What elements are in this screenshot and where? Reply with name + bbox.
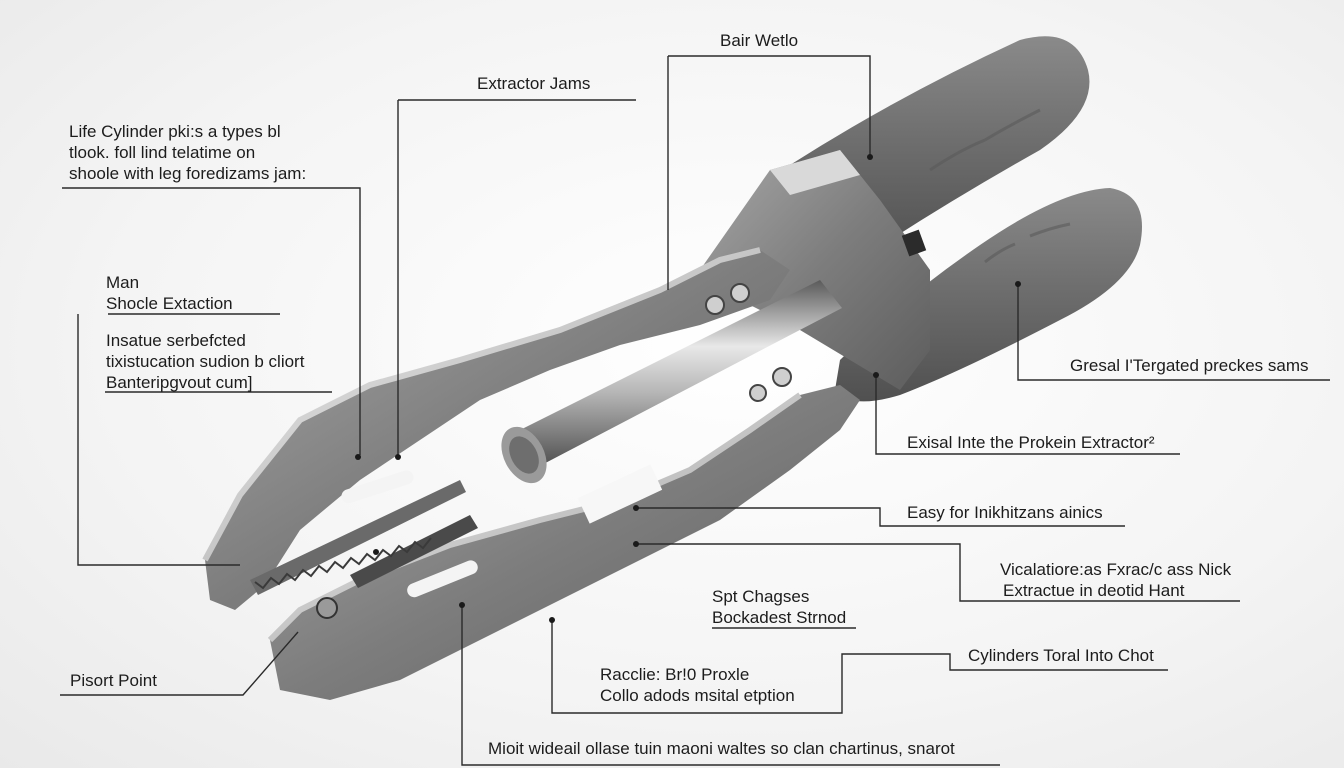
leader-lines <box>60 55 1330 766</box>
label-life-cylinder-line-2: tlook. foll lind telatime on <box>69 143 256 162</box>
label-insatue-line-2: tixistucation sudion b cliort <box>106 352 305 371</box>
label-spt-line-1: Spt Chagses <box>712 587 810 606</box>
label-racclie-line-2: Collo adods msital etption <box>600 686 795 705</box>
leader-dots <box>355 154 1021 623</box>
label-spt: Spt Chagses Bockadest Strnod <box>712 586 846 628</box>
label-man-shocle-line-2: Shocle Extaction <box>106 294 233 313</box>
label-man-shocle: Man Shocle Extaction <box>106 272 233 314</box>
label-bair-wetlo: Bair Wetlo <box>720 31 799 50</box>
label-miolt: Mioit wideail ollase tuin maoni waltes s… <box>488 739 955 758</box>
extractor-cylinder-rod <box>501 280 842 484</box>
label-racclie-line-1: Racclie: Br!0 Proxle <box>600 665 750 684</box>
label-racclie: Racclie: Br!0 Proxle Collo adods msital … <box>600 664 795 706</box>
label-vicalatiore-line-2: Extractue in deotid Hant <box>1003 581 1185 600</box>
label-easy: Easy for Inikhitzans ainics <box>907 503 1103 522</box>
label-vicalatiore-line-1: Vicalatiore:as Fxrac/c ass Nick <box>1000 560 1232 579</box>
label-life-cylinder-line-3: shoole with leg foredizams jam: <box>69 164 307 183</box>
label-pisort-point: Pisort Point <box>70 671 157 690</box>
label-insatue-line-3: Banteripgvout cum] <box>106 373 253 392</box>
label-insatue-line-1: Insatue serbefcted <box>106 331 246 350</box>
pivot-screws <box>316 283 792 619</box>
label-spt-line-2: Bockadest Strnod <box>712 608 847 627</box>
label-gresal: Gresal I'Tergated preckes sams <box>1070 356 1309 375</box>
label-insatue: Insatue serbefcted tixistucation sudion … <box>106 330 304 393</box>
label-man-shocle-line-1: Man <box>106 273 140 292</box>
label-exisal: Exisal Inte the Prokein Extractor² <box>907 433 1155 452</box>
metal-body <box>700 150 930 390</box>
label-life-cylinder-line-1: Life Cylinder pki:s a types bl <box>69 122 281 141</box>
jaw-teeth <box>250 480 478 595</box>
label-vicalatiore: Vicalatiore:as Fxrac/c ass Nick Extractu… <box>1000 559 1231 601</box>
label-extractor-jams: Extractor Jams <box>477 74 591 93</box>
label-cylinders: Cylinders Toral Into Chot <box>968 646 1154 665</box>
label-life-cylinder: Life Cylinder pki:s a types bl tlook. fo… <box>69 121 306 184</box>
